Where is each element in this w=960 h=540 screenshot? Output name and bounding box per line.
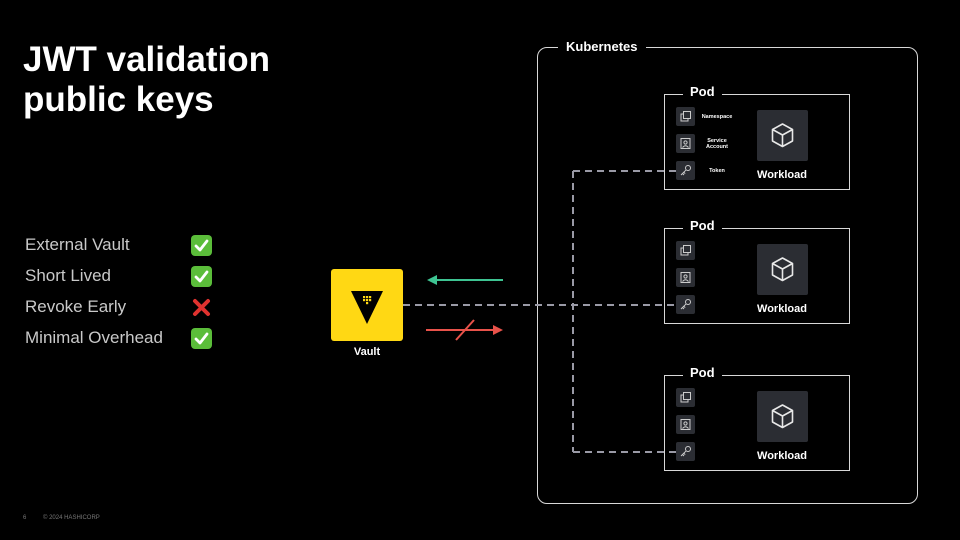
- dashed-token-connectors: [403, 170, 678, 453]
- cube-icon: [757, 110, 808, 161]
- workload-label: Workload: [757, 169, 807, 181]
- key-icon: [676, 295, 695, 314]
- copy-icon: [676, 388, 695, 407]
- cube-icon: [757, 244, 808, 295]
- checklist-label: Minimal Overhead: [25, 328, 163, 347]
- slide-title: JWT validation public keys: [23, 40, 423, 120]
- namespace-label: Namespace: [701, 114, 733, 120]
- checklist-item: Minimal Overhead: [25, 326, 225, 357]
- workload-label: Workload: [757, 303, 807, 315]
- checklist-label: External Vault: [25, 235, 130, 254]
- slide-title-line-1: JWT validation: [23, 40, 270, 79]
- vault-label: Vault: [353, 346, 381, 358]
- key-icon: [676, 442, 695, 461]
- token-label: Token: [709, 168, 725, 174]
- check-icon: [191, 235, 212, 256]
- page-number: 6: [23, 515, 27, 521]
- user-badge-icon: [676, 415, 695, 434]
- user-badge-icon: [676, 268, 695, 287]
- copyright-text: © 2024 HASHICORP: [43, 515, 100, 521]
- check-icon: [191, 266, 212, 287]
- checklist-item: Short Lived: [25, 264, 225, 295]
- pod-box: [664, 94, 850, 190]
- kubernetes-label: Kubernetes: [558, 38, 646, 56]
- key-icon: [676, 161, 695, 180]
- cross-icon: [191, 297, 212, 318]
- pod-label: Pod: [683, 365, 722, 381]
- allowed-arrow: [427, 275, 503, 285]
- checklist-item: Revoke Early: [25, 295, 225, 326]
- blocked-arrow: [426, 319, 503, 341]
- cube-icon: [757, 391, 808, 442]
- slide-title-line-2: public keys: [23, 80, 214, 119]
- checklist-label: Short Lived: [25, 266, 111, 285]
- feature-checklist: External Vault Short Lived Revoke Early …: [25, 233, 225, 357]
- pod-box: [664, 375, 850, 471]
- workload-label: Workload: [757, 450, 807, 462]
- pod-box: [664, 228, 850, 324]
- pod-label: Pod: [683, 218, 722, 234]
- checklist-item: External Vault: [25, 233, 225, 264]
- user-badge-icon: [676, 134, 695, 153]
- checklist-label: Revoke Early: [25, 297, 127, 316]
- service-account-label: Service Account: [706, 138, 728, 150]
- vault-logo-icon: [331, 269, 403, 341]
- copy-icon: [676, 241, 695, 260]
- copy-icon: [676, 107, 695, 126]
- kubernetes-cluster-boundary: [537, 47, 918, 504]
- pod-label: Pod: [683, 84, 722, 100]
- check-icon: [191, 328, 212, 349]
